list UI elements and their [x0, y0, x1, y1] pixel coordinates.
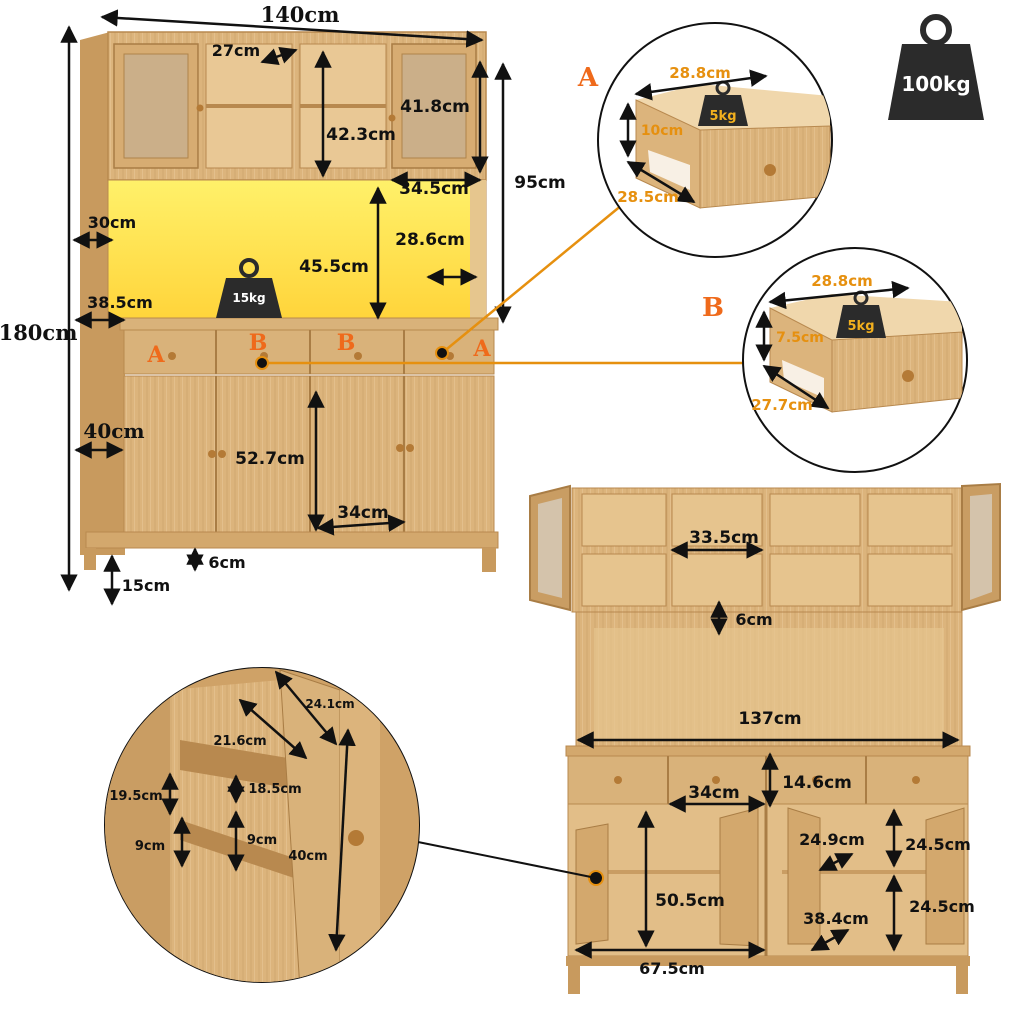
dim-leg-height: 15cm	[122, 576, 170, 595]
led-counter	[107, 179, 487, 321]
detail-lower-outer: 9cm	[135, 839, 165, 854]
door-detail-illustration	[105, 668, 419, 982]
base-side-panel	[80, 318, 125, 555]
front-view-arrows	[574, 541, 960, 959]
detail-upper-outer: 19.5cm	[109, 789, 162, 804]
drawer-a-depth: 28.5cm	[617, 188, 679, 206]
leg	[482, 548, 496, 572]
dim-top-cell-width: 27cm	[212, 41, 260, 60]
detail-upper-inner: 18.5cm	[248, 782, 301, 797]
dim-base-depth: 40cm	[83, 419, 144, 443]
dim-top-cell-height: 42.3cm	[326, 125, 396, 145]
drawer-a-width: 28.8cm	[669, 64, 731, 82]
knob-icon	[396, 444, 404, 452]
detail-leader-line	[417, 841, 597, 879]
drawer-letter-b-left: B	[249, 330, 268, 356]
detail-door-height: 40cm	[288, 849, 327, 864]
weight-main-label: 100kg	[901, 72, 970, 96]
drawer-letter-a-left: A	[146, 342, 165, 368]
dim-base-door-width: 34cm	[337, 503, 388, 523]
counter-top	[119, 317, 499, 331]
front-cell-width: 33.5cm	[689, 528, 759, 548]
detail-door-top: 24.1cm	[305, 697, 354, 711]
cabinet-side-panel	[80, 32, 110, 330]
knob-icon	[208, 450, 216, 458]
drawer-letter-b-right: B	[337, 330, 356, 356]
front-upper-compartment: 24.5cm	[905, 835, 971, 854]
front-inner-width: 137cm	[738, 709, 801, 729]
main-dimensions	[60, 9, 512, 606]
detail-lower-inner: 9cm	[247, 833, 277, 848]
front-shelf-depth: 24.9cm	[799, 830, 865, 849]
drawer-a-weight: 5kg	[710, 109, 737, 124]
callout-leaders	[255, 199, 744, 370]
detail-arrows	[161, 670, 356, 952]
drawer-a-height: 10cm	[641, 123, 683, 139]
dim-glass-height: 41.8cm	[400, 97, 470, 117]
front-cabinet-height: 50.5cm	[655, 891, 725, 911]
drawer-b-arrows	[755, 280, 910, 410]
knob-icon	[168, 352, 176, 360]
detail-rack-length: 21.6cm	[213, 734, 266, 749]
knob-icon	[812, 776, 820, 784]
dim-width-total: 140cm	[261, 2, 340, 27]
knob-icon	[406, 444, 414, 452]
knob-icon	[196, 104, 204, 112]
leg	[84, 548, 96, 570]
drawer-a-arrows	[619, 69, 768, 204]
drawer-b-height: 7.5cm	[776, 330, 824, 346]
drawer-letter-a-right: A	[472, 336, 491, 362]
knob-icon	[354, 352, 362, 360]
callout-letter-a: A	[577, 63, 599, 93]
front-lower-interior	[567, 803, 969, 957]
glass-pane-right	[401, 53, 467, 159]
dim-glass-width: 34.5cm	[399, 179, 469, 199]
drawer-b-weight: 5kg	[848, 319, 875, 334]
front-cabinet-width: 67.5cm	[639, 959, 705, 978]
plinth	[85, 531, 499, 549]
knob-icon	[712, 776, 720, 784]
dim-hutch-depth: 30cm	[88, 213, 136, 232]
callout-letter-b: B	[702, 293, 724, 323]
dim-base-door-height: 52.7cm	[235, 449, 305, 469]
front-drawer-width: 34cm	[688, 783, 739, 803]
dim-plinth: 6cm	[208, 553, 245, 572]
dim-height-total: 180cm	[0, 320, 77, 345]
front-lower-compartment: 24.5cm	[909, 897, 975, 916]
dim-counter-opening: 45.5cm	[299, 257, 369, 277]
front-shelf-length: 38.4cm	[803, 909, 869, 928]
front-view-cabinet	[529, 482, 1001, 994]
drawer-b-width: 28.8cm	[811, 272, 873, 290]
weight-icon	[216, 258, 282, 318]
glass-pane-left	[123, 53, 189, 159]
weight-counter-label: 15kg	[232, 291, 265, 305]
weight-icon	[888, 14, 984, 120]
dim-counter-depth-inner: 28.6cm	[395, 230, 465, 250]
knob-icon	[912, 776, 920, 784]
knob-icon	[614, 776, 622, 784]
knob-icon	[388, 114, 396, 122]
dim-hutch-height: 95cm	[514, 173, 565, 193]
front-drawer-height: 14.6cm	[782, 773, 852, 793]
front-drawers	[567, 755, 969, 805]
drawer-b-depth: 27.7cm	[751, 396, 813, 414]
front-gap: 6cm	[735, 610, 772, 629]
knob-icon	[218, 450, 226, 458]
dim-counter-depth: 38.5cm	[87, 293, 153, 312]
